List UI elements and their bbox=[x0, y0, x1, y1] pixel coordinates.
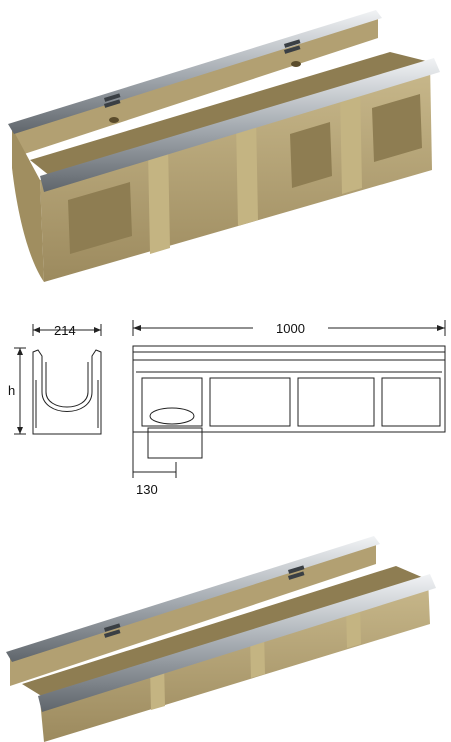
height-label: h bbox=[8, 383, 15, 398]
outlet-sketch bbox=[147, 427, 203, 459]
front-recesses bbox=[68, 94, 422, 254]
technical-drawing: 214 h 1000 130 bbox=[8, 320, 446, 497]
end-cap bbox=[12, 128, 44, 282]
rail-slots bbox=[103, 39, 301, 108]
side-elevation-outline bbox=[132, 345, 446, 433]
channel-floor bbox=[22, 566, 424, 700]
width-label: 214 bbox=[54, 323, 76, 338]
back-steel-rail bbox=[6, 536, 380, 662]
rail-holes bbox=[109, 61, 301, 123]
front-steel-rail bbox=[40, 58, 440, 192]
front-wall bbox=[40, 62, 432, 282]
cross-section-outline bbox=[32, 349, 102, 435]
back-wall bbox=[10, 540, 376, 686]
channel-floor bbox=[30, 52, 430, 180]
channel-3d-render-top bbox=[8, 10, 440, 282]
front-ribs bbox=[148, 84, 362, 254]
channel-3d-render-bottom bbox=[6, 536, 436, 742]
outlet-label: 130 bbox=[136, 482, 158, 497]
rail-slots bbox=[104, 565, 305, 638]
length-label: 1000 bbox=[276, 321, 305, 336]
back-steel-rail bbox=[8, 10, 382, 134]
front-steel-rail bbox=[38, 574, 436, 712]
